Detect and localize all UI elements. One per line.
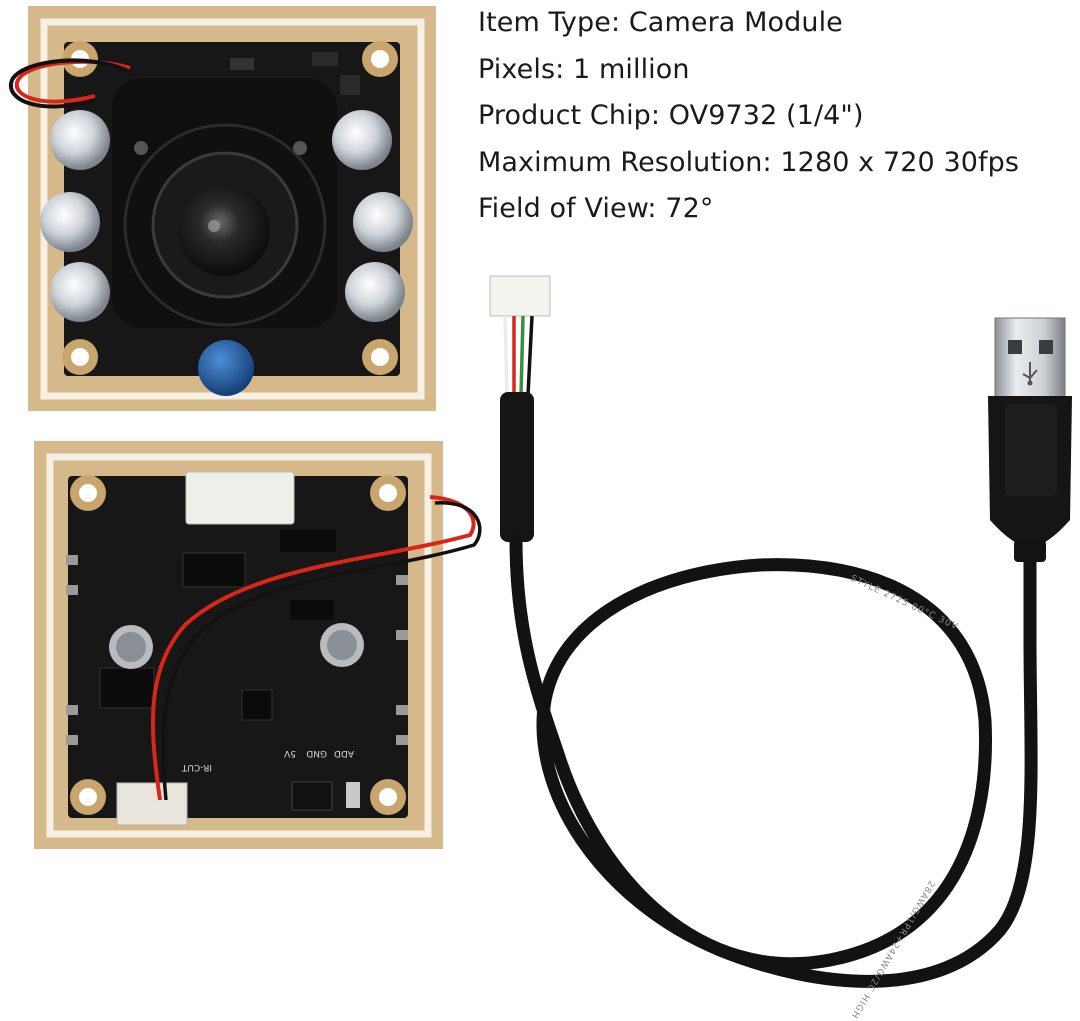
spec-value: 72° [665,193,714,224]
blue-lens-cap [198,340,254,396]
silkscreen-ir-cut: IR-CUT [181,762,212,772]
silkscreen-5v: 5V [283,748,296,758]
spec-label: Field of View [478,193,648,224]
silkscreen-gnd: GND [306,748,327,758]
usb-metal-shell [994,317,1066,399]
ir-cut-connector [116,782,188,826]
spec-max-resolution: Maximum Resolution: 1280 x 720 30fps [478,146,1020,178]
spec-value: 1 million [573,53,690,85]
spec-field-of-view: Field of View: 72° [478,193,714,224]
spec-label: Product Chip [478,100,651,131]
heat-shrink [500,392,534,542]
mounting-holes-back [70,475,406,815]
usb-cable: STYLE 2725 80°C 30V 28AWG/1PR+24AWG/2C H… [489,275,1038,1021]
spec-value: 1280 x 720 30fps [780,146,1020,178]
spec-pixels: Pixels: 1 million [478,53,690,85]
spec-value: Camera Module [628,7,843,38]
spec-value: OV9732 (1/4") [668,100,864,131]
spec-label: Item Type [478,7,611,38]
silkscreen-add: ADD [334,748,354,758]
usb-header-connector [185,471,295,525]
spec-label: Maximum Resolution [478,146,763,178]
camera-module-front [8,6,436,411]
spec-product-chip: Product Chip: OV9732 (1/4") [478,100,864,131]
camera-lens [178,184,270,276]
mounting-holes-front [62,41,398,375]
camera-module-back: IR-CUT 5V GND ADD [34,441,482,849]
usb-a-plug [988,317,1072,562]
cable-header-plug [489,275,551,317]
spec-list: Item Type: Camera Module Pixels: 1 milli… [478,0,1078,233]
usb-logo-icon [1022,362,1038,386]
spec-item-type: Item Type: Camera Module [478,7,843,38]
spec-label: Pixels [478,53,556,85]
cable-jacket-print-1: STYLE 2725 80°C 30V [849,574,960,633]
ir-leds [40,110,413,322]
